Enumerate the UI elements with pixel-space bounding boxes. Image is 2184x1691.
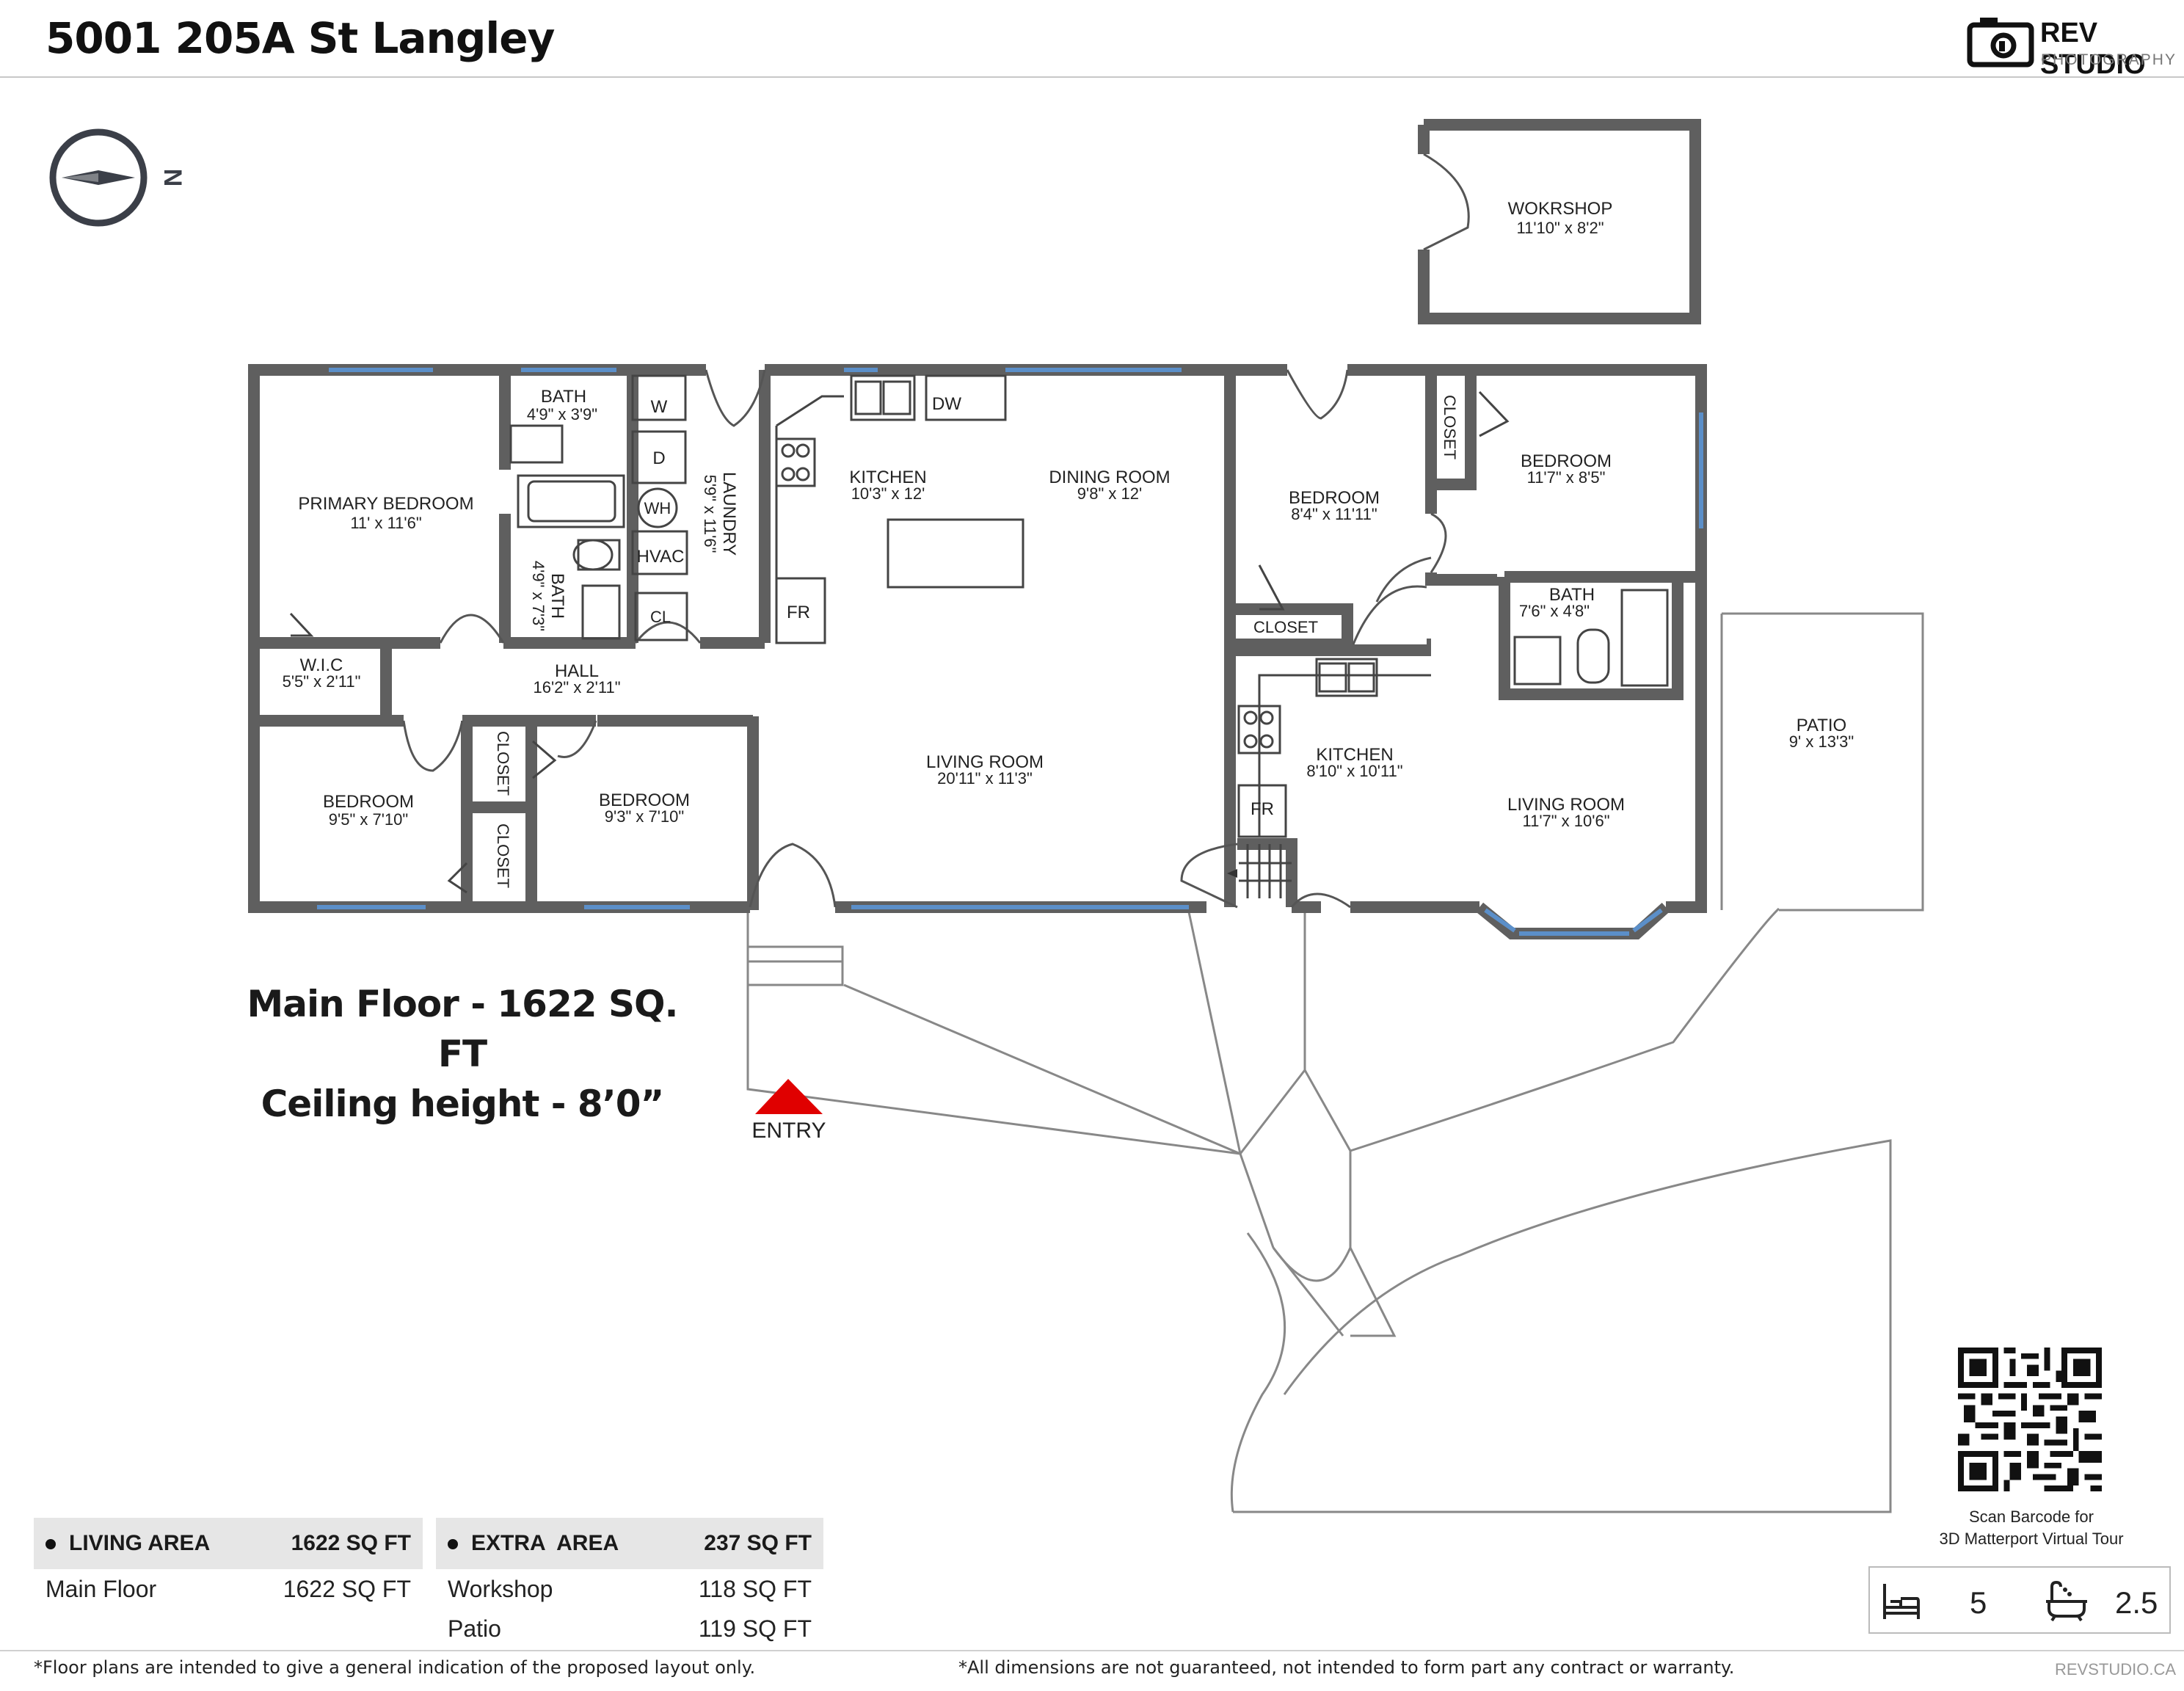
workshop-walls (1418, 119, 1701, 324)
bath3-dim: 7'6" x 4'8" (1519, 602, 1590, 620)
patio-outline (1722, 612, 1924, 912)
driveway-outline (746, 909, 1306, 1155)
bedroom-e-name: BEDROOM (1521, 451, 1612, 471)
qr-caption: Scan Barcode for 3D Matterport Virtual T… (1899, 1506, 2163, 1550)
dining-room-dim: 9'8" x 12' (1077, 484, 1142, 503)
living2-name: LIVING ROOM (1507, 795, 1625, 815)
header-divider (0, 76, 2184, 78)
living-row-value: 1622 SQ FT (283, 1575, 411, 1602)
brand-subtitle: PHOTOGRAPHY (2041, 51, 2177, 68)
table-row: Patio 119 SQ FT (436, 1609, 823, 1648)
living1-dim: 20'11" x 11'3" (937, 769, 1033, 788)
workshop-dim: 11'10" x 8'2" (1516, 219, 1604, 237)
hall-dim: 16'2" x 2'11" (533, 678, 620, 697)
entry-label: ENTRY (751, 1119, 826, 1143)
bath2-name: BATH (547, 573, 567, 619)
closet-d-label: CLOSET (1441, 395, 1459, 459)
hvac-label: HVAC (637, 547, 685, 567)
water-heater-label: WH (644, 499, 671, 517)
bath1-name: BATH (541, 387, 586, 407)
dishwasher-label: DW (932, 394, 961, 414)
kitchen2-dim: 8'10" x 10'11" (1306, 762, 1402, 780)
closet-c-label: CLOSET (1253, 618, 1318, 636)
extra-row-value: 119 SQ FT (698, 1615, 812, 1642)
qr-caption-line2: 3D Matterport Virtual Tour (1939, 1530, 2124, 1548)
kitchen1-name: KITCHEN (849, 468, 926, 487)
living-area-header: LIVING AREA 1622 SQ FT (34, 1518, 423, 1569)
extra-area-table: EXTRA AREA 237 SQ FT Workshop 118 SQ FT … (436, 1518, 823, 1648)
patio-dim: 9' x 13'3" (1789, 732, 1854, 751)
floor-summary: Main Floor - 1622 SQ. FT Ceiling height … (242, 979, 682, 1129)
dining-room-name: DINING ROOM (1049, 468, 1170, 487)
extra-row-value: 118 SQ FT (698, 1575, 812, 1602)
primary-bedroom-name: PRIMARY BEDROOM (298, 494, 473, 514)
patio-name: PATIO (1797, 716, 1846, 735)
extra-area-label: EXTRA AREA (471, 1531, 619, 1555)
wic-dim: 5'5" x 2'11" (283, 672, 361, 691)
camera-icon (1967, 18, 2034, 68)
hall-name: HALL (555, 661, 599, 681)
fridge2-label: FR (1251, 799, 1274, 819)
laundry-name: LAUNDRY (719, 472, 739, 556)
bed-icon (1883, 1584, 1920, 1619)
bath2-dim: 4'9" x 7'3" (529, 561, 547, 631)
bath1-dim: 4'9" x 3'9" (527, 405, 597, 423)
washer-label: W (651, 397, 668, 417)
living-row-label: Main Floor (46, 1575, 157, 1602)
qr-caption-line1: Scan Barcode for (1969, 1508, 2094, 1526)
floor-area-line: Main Floor - 1622 SQ. FT (247, 983, 679, 1075)
bedroom-e-dim: 11'7" x 8'5" (1527, 468, 1606, 487)
table-row: Workshop 118 SQ FT (436, 1569, 823, 1609)
qr-code[interactable] (1958, 1348, 2102, 1491)
footer-disclaimer-right: *All dimensions are not guaranteed, not … (958, 1657, 1735, 1678)
living2-dim: 11'7" x 10'6" (1522, 812, 1609, 830)
bathtub-icon (2046, 1580, 2087, 1622)
kitchen1-dim: 10'3" x 12' (851, 484, 925, 503)
living-area-table: LIVING AREA 1622 SQ FT Main Floor 1622 S… (34, 1518, 423, 1609)
closet-b-label: CLOSET (494, 823, 512, 888)
dryer-label: D (652, 448, 665, 468)
windows (317, 368, 1703, 909)
bullet-icon (46, 1539, 56, 1550)
kitchen2-name: KITCHEN (1316, 745, 1393, 765)
bedroom-count: 5 (1970, 1585, 1987, 1620)
fridge1-label: FR (787, 603, 810, 622)
bedroom-sw-dim: 9'5" x 7'10" (329, 810, 408, 829)
living-area-total: 1622 SQ FT (249, 1518, 423, 1569)
north-label: N (159, 169, 186, 187)
workshop-name: WOKRSHOP (1508, 199, 1613, 219)
primary-bedroom-dim: 11' x 11'6" (350, 514, 421, 532)
house-walls (248, 364, 1707, 913)
table-row: Main Floor 1622 SQ FT (34, 1569, 423, 1609)
brand-name: REV STUDIO (2040, 18, 2146, 80)
footer-disclaimer-left: *Floor plans are intended to give a gene… (34, 1657, 756, 1678)
stats-box: 5 2.5 (1868, 1566, 2171, 1634)
living-area-label: LIVING AREA (69, 1531, 211, 1555)
bedroom-sw-name: BEDROOM (323, 792, 414, 812)
bedroom-c-dim: 8'4" x 11'11" (1291, 505, 1377, 523)
entry-arrow-icon (755, 1079, 823, 1114)
bathroom-count: 2.5 (2115, 1585, 2158, 1620)
brand-logo: REV STUDIO PHOTOGRAPHY (1967, 12, 2180, 80)
extra-area-header: EXTRA AREA 237 SQ FT (436, 1518, 823, 1569)
wic-name: W.I.C (300, 655, 343, 675)
bedroom-s-dim: 9'3" x 7'10" (605, 807, 684, 826)
compass-icon: N (49, 128, 186, 227)
footer-url[interactable]: REVSTUDIO.CA (2055, 1660, 2177, 1679)
bedroom-s-name: BEDROOM (599, 790, 690, 810)
bath3-name: BATH (1549, 585, 1595, 605)
page-title: 5001 205A St Langley (46, 13, 555, 63)
bedroom-c-name: BEDROOM (1289, 488, 1380, 508)
laundry-dim: 5'9" x 11'6" (701, 475, 719, 553)
footer-divider (0, 1650, 2184, 1651)
bullet-icon (448, 1539, 458, 1550)
extra-row-label: Workshop (448, 1575, 553, 1602)
living1-name: LIVING ROOM (926, 752, 1044, 772)
extra-row-label: Patio (448, 1615, 501, 1642)
closet-a-label: CLOSET (494, 731, 512, 796)
extra-area-total: 237 SQ FT (663, 1518, 823, 1569)
cl-label: CL (650, 608, 671, 626)
ceiling-height-line: Ceiling height - 8’0” (261, 1083, 665, 1125)
